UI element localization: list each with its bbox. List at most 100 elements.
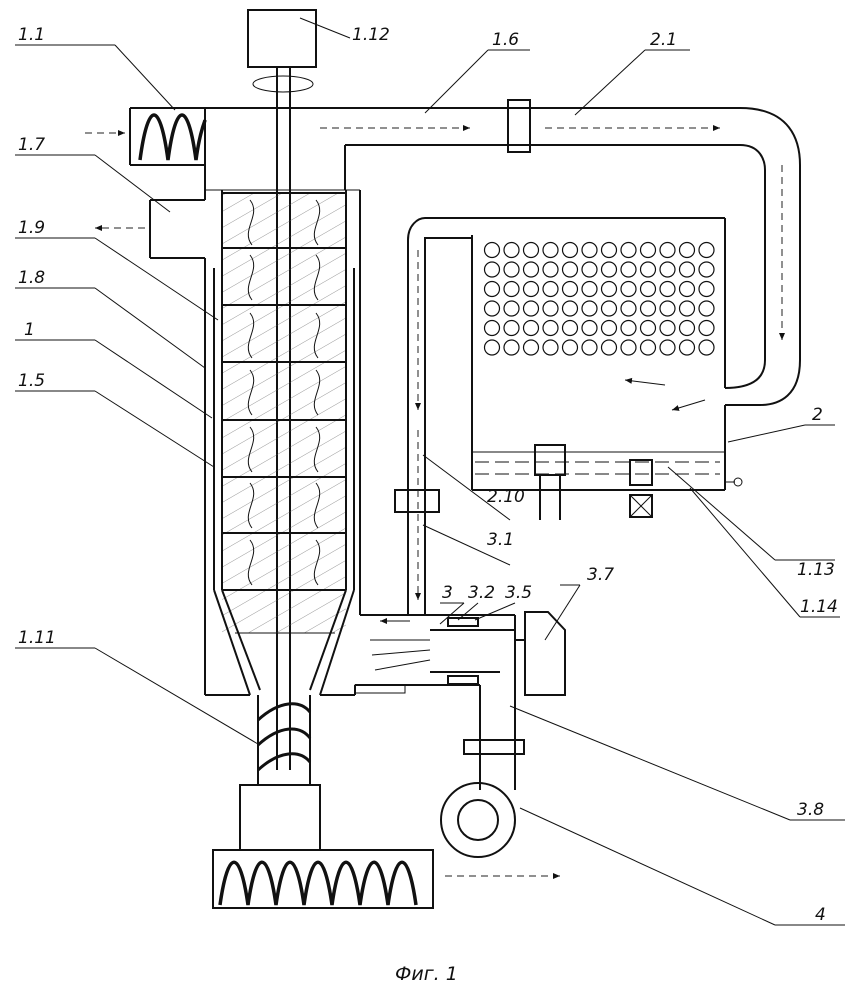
label-1-7: 1.7	[18, 135, 45, 155]
label-1-13: 1.13	[797, 560, 835, 580]
pipe-1-6-2-1	[320, 99, 801, 406]
tube	[659, 280, 676, 298]
figure-caption: Фиг. 1	[395, 963, 458, 985]
housing-1	[129, 107, 740, 696]
fan-3-8	[440, 640, 525, 858]
tube	[561, 319, 579, 337]
tube	[522, 319, 540, 337]
tube	[561, 300, 579, 317]
motor-1-12	[247, 9, 317, 68]
label-3: 3	[442, 583, 453, 603]
tube	[581, 241, 598, 259]
label-1-14: 1.14	[800, 597, 838, 617]
tube	[678, 261, 696, 278]
tube	[639, 241, 657, 259]
part-labels: 1.1 1.7 1.9 1.8 1 1.5 1.11 1.12 1.6 2.1 …	[18, 25, 838, 925]
tube	[620, 241, 637, 259]
label-1-5: 1.5	[18, 371, 45, 391]
tube	[483, 339, 501, 356]
tube	[678, 339, 696, 356]
tube	[483, 280, 501, 298]
tube	[659, 319, 676, 337]
tube	[620, 319, 637, 337]
tube	[542, 300, 559, 317]
tube	[600, 241, 618, 259]
tube	[698, 319, 715, 337]
tube	[561, 241, 579, 259]
label-1-8: 1.8	[18, 268, 45, 288]
label-3-2: 3.2	[468, 583, 495, 603]
tube	[561, 339, 579, 356]
label-1-1: 1.1	[18, 25, 45, 45]
tube	[522, 300, 540, 317]
tube	[639, 261, 657, 278]
tube	[522, 280, 540, 298]
label-2-10: 2.10	[487, 487, 525, 507]
tube	[659, 241, 676, 259]
tube	[561, 261, 579, 278]
tube	[581, 339, 598, 356]
tube	[600, 261, 618, 278]
reactor-column	[213, 190, 355, 696]
label-3-1: 3.1	[487, 530, 514, 550]
leaders	[15, 17, 845, 926]
burner-3	[354, 611, 566, 696]
tube	[503, 280, 520, 298]
tube	[620, 339, 637, 356]
tube	[542, 319, 559, 337]
tube	[639, 300, 657, 317]
tube	[503, 261, 520, 278]
tube	[698, 241, 715, 259]
tube	[522, 339, 540, 356]
tube	[581, 280, 598, 298]
tube	[659, 300, 676, 317]
tube	[503, 319, 520, 337]
tube	[678, 300, 696, 317]
tube	[698, 280, 715, 298]
tube	[620, 280, 637, 298]
tube	[522, 261, 540, 278]
tube	[678, 280, 696, 298]
tube	[483, 300, 501, 317]
tube	[600, 280, 618, 298]
tube	[659, 261, 676, 278]
tube	[483, 319, 501, 337]
bottom-screw-1-11	[212, 695, 560, 909]
tube	[600, 300, 618, 317]
label-2-1: 2.1	[650, 30, 677, 50]
tube	[542, 241, 559, 259]
tube	[659, 339, 676, 356]
label-4: 4	[815, 905, 826, 925]
tube	[620, 300, 637, 317]
label-1-11: 1.11	[18, 628, 56, 648]
label-3-8: 3.8	[797, 800, 824, 820]
label-1-12: 1.12	[352, 25, 390, 45]
label-3-5: 3.5	[505, 583, 532, 603]
label-1: 1	[24, 320, 35, 340]
tube	[678, 241, 696, 259]
tube	[503, 339, 520, 356]
tube	[581, 300, 598, 317]
tube	[542, 261, 559, 278]
tube	[620, 261, 637, 278]
label-1-9: 1.9	[18, 218, 45, 238]
tube	[542, 280, 559, 298]
tube-bundle	[483, 241, 715, 356]
heat-exchanger-2	[425, 217, 743, 520]
label-1-6: 1.6	[492, 30, 519, 50]
label-3-7: 3.7	[587, 565, 614, 585]
tube	[600, 339, 618, 356]
tube	[561, 280, 579, 298]
tube	[581, 261, 598, 278]
tube	[698, 261, 715, 278]
tube	[639, 280, 657, 298]
tube	[581, 319, 598, 337]
tube	[600, 319, 618, 337]
tube	[639, 339, 657, 356]
tube	[483, 241, 501, 259]
pipe-2-10-3-1	[394, 217, 472, 615]
tube	[639, 319, 657, 337]
inlet-screw-1-1	[85, 113, 207, 161]
tube	[678, 319, 696, 337]
tube	[542, 339, 559, 356]
